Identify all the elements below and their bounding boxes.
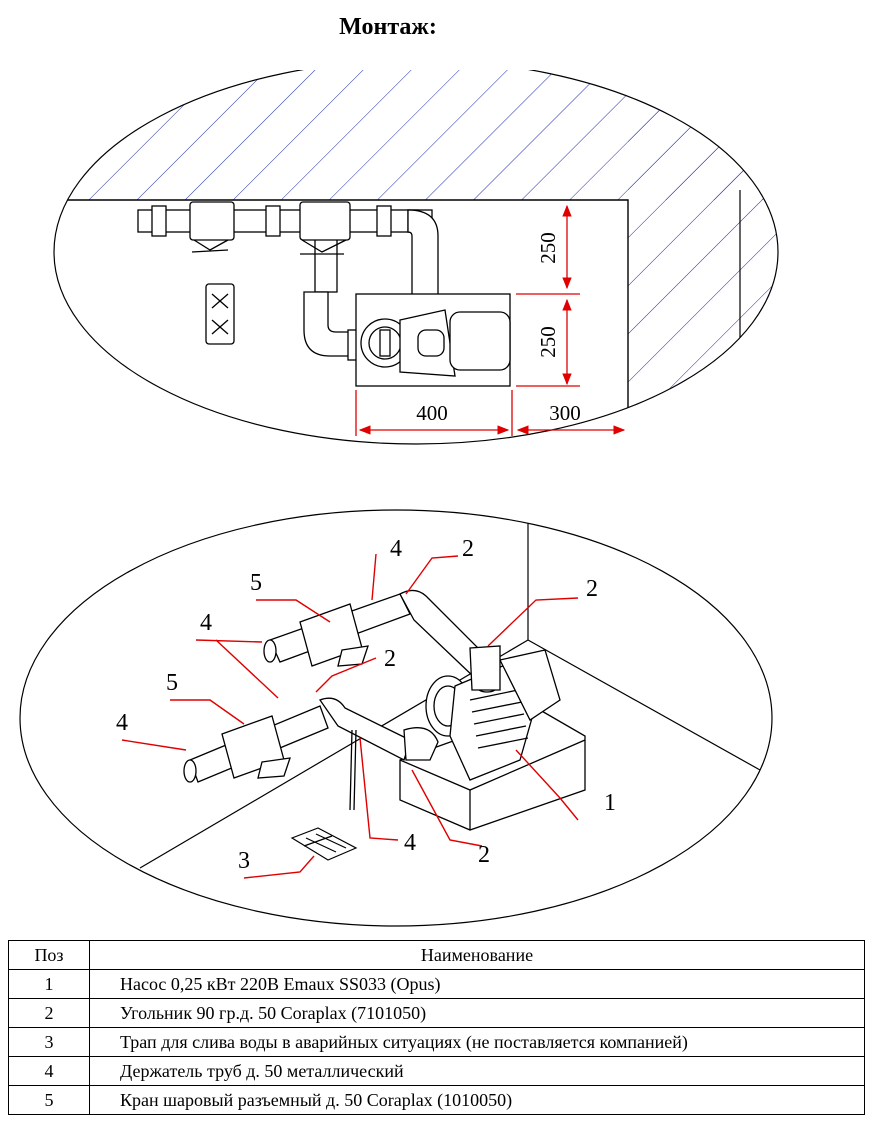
callout-2-bottom: 2 bbox=[478, 842, 490, 868]
callout-4-left: 4 bbox=[200, 610, 212, 636]
drain-grate-plan bbox=[205, 283, 235, 345]
dimension-250-upper: 250 bbox=[536, 232, 560, 264]
table-row: 1 Насос 0,25 кВт 220В Emaux SS033 (Opus) bbox=[8, 969, 865, 999]
table-row: 3 Трап для слива воды в аварийных ситуац… bbox=[8, 1027, 865, 1057]
plan-view-diagram: 250 250 400 300 bbox=[53, 70, 779, 445]
dimension-400: 400 bbox=[416, 401, 448, 425]
callout-2-right: 2 bbox=[586, 576, 598, 602]
callout-1-pump: 1 bbox=[604, 790, 616, 816]
callout-5-lower: 5 bbox=[166, 670, 178, 696]
callout-2-top: 2 bbox=[462, 536, 474, 562]
callout-leaders bbox=[121, 553, 579, 879]
dimension-300: 300 bbox=[549, 401, 581, 425]
row-name: Кран шаровый разъемный д. 50 Coraplax (1… bbox=[89, 1085, 865, 1115]
header-position: Поз bbox=[8, 940, 90, 970]
row-position: 3 bbox=[8, 1027, 90, 1057]
callout-4-bottom: 4 bbox=[404, 830, 416, 856]
row-position: 2 bbox=[8, 998, 90, 1028]
dimension-lines bbox=[355, 204, 626, 436]
pipeline-isometric bbox=[183, 589, 501, 783]
dimension-250-lower: 250 bbox=[536, 326, 560, 358]
drain-grate-isometric bbox=[290, 827, 358, 861]
isometric-view-diagram: 4 2 2 5 4 2 5 4 1 4 2 3 bbox=[19, 509, 773, 927]
row-position: 4 bbox=[8, 1056, 90, 1086]
view-boundary-ellipse bbox=[53, 70, 779, 445]
callout-5-upper: 5 bbox=[250, 570, 262, 596]
header-name: Наименование bbox=[89, 940, 865, 970]
pump-plan bbox=[355, 293, 511, 387]
row-name: Держатель труб д. 50 металлический bbox=[89, 1056, 865, 1086]
support-rod bbox=[349, 729, 357, 811]
row-position: 1 bbox=[8, 969, 90, 999]
callout-3-drain: 3 bbox=[238, 848, 250, 874]
callout-4-top: 4 bbox=[390, 536, 402, 562]
row-name: Насос 0,25 кВт 220В Emaux SS033 (Opus) bbox=[89, 969, 865, 999]
view-boundary-ellipse-2 bbox=[19, 509, 773, 927]
table-row: 4 Держатель труб д. 50 металлический bbox=[8, 1056, 865, 1086]
table-row: 2 Угольник 90 гр.д. 50 Coraplax (7101050… bbox=[8, 998, 865, 1028]
room-corner-lines bbox=[139, 516, 761, 869]
row-position: 5 bbox=[8, 1085, 90, 1115]
page-title: Монтаж: bbox=[339, 14, 437, 40]
callout-4-far-left: 4 bbox=[116, 710, 128, 736]
row-name: Угольник 90 гр.д. 50 Coraplax (7101050) bbox=[89, 998, 865, 1028]
specification-table: Поз Наименование 1 Насос 0,25 кВт 220В E… bbox=[8, 940, 865, 1115]
callout-2-middle: 2 bbox=[384, 646, 396, 672]
table-header-row: Поз Наименование bbox=[8, 940, 865, 970]
table-row: 5 Кран шаровый разъемный д. 50 Coraplax … bbox=[8, 1085, 865, 1115]
row-name: Трап для слива воды в аварийных ситуация… bbox=[89, 1027, 865, 1057]
